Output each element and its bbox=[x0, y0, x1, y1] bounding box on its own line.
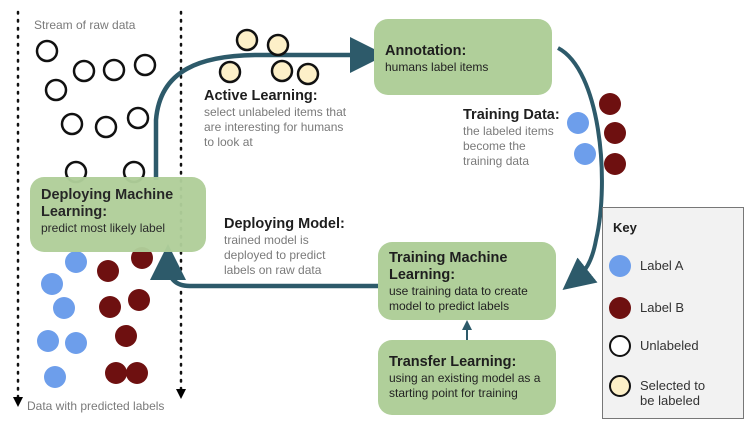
stream-bottom-label: Data with predicted labels bbox=[27, 399, 165, 413]
key-legend: Key Label A Label B Unlabeled Selected t… bbox=[602, 207, 744, 419]
label-b-dot bbox=[131, 247, 153, 269]
deploying-model-label: Deploying Model: trained model is deploy… bbox=[224, 216, 364, 278]
label-a-dot bbox=[41, 273, 63, 295]
selected-swatch-icon bbox=[609, 375, 631, 397]
label-a-swatch-icon bbox=[609, 255, 631, 277]
label-b-dot bbox=[115, 325, 137, 347]
training-ml-desc: use training data to create model to pre… bbox=[389, 284, 528, 313]
unlabeled-dot bbox=[126, 106, 150, 130]
unlabeled-dot bbox=[94, 115, 118, 139]
annotation-title: Annotation: bbox=[385, 43, 467, 59]
key-item-label-a: Label A bbox=[609, 255, 683, 277]
selected-dot bbox=[235, 28, 259, 52]
label-b-dot bbox=[128, 289, 150, 311]
transfer-learning-box: Transfer Learning: using an existing mod… bbox=[378, 340, 556, 415]
active-learning-arrow bbox=[153, 37, 386, 180]
training-data-desc: the labeled items become the training da… bbox=[463, 124, 554, 168]
deploying-model-title: Deploying Model: bbox=[224, 216, 345, 232]
key-item-label: Label A bbox=[640, 258, 684, 273]
key-item-unlabeled: Unlabeled bbox=[609, 335, 699, 357]
selected-dot bbox=[266, 33, 290, 57]
unlabeled-dot bbox=[133, 53, 157, 77]
transfer-learning-desc: using an existing model as a starting po… bbox=[389, 371, 541, 400]
active-learning-desc: select unlabeled items that are interest… bbox=[204, 105, 347, 149]
label-b-dot bbox=[126, 362, 148, 384]
key-item-label: Label B bbox=[640, 300, 685, 315]
annotation-box: Annotation: humans label items bbox=[374, 19, 552, 95]
selected-dot bbox=[218, 60, 242, 84]
deploying-model-desc: trained model is deployed to predict lab… bbox=[224, 233, 326, 277]
key-item-label-b: Label B bbox=[609, 297, 684, 319]
label-b-swatch-icon bbox=[609, 297, 631, 319]
training-data-title: Training Data: bbox=[463, 107, 560, 123]
training-ml-title: Training Machine Learning: bbox=[389, 250, 508, 283]
deploying-ml-box: Deploying Machine Learning: predict most… bbox=[30, 177, 206, 252]
key-item-label: Selected to be labeled bbox=[640, 378, 706, 408]
label-b-dot bbox=[599, 93, 621, 115]
key-item-selected: Selected to be labeled bbox=[609, 375, 720, 408]
selected-dot bbox=[270, 59, 294, 83]
label-a-dot bbox=[574, 143, 596, 165]
training-data-arrow bbox=[556, 46, 604, 290]
label-b-dot bbox=[604, 153, 626, 175]
label-a-dot bbox=[65, 332, 87, 354]
key-title: Key bbox=[613, 220, 637, 235]
unlabeled-dot bbox=[35, 39, 59, 63]
label-a-dot bbox=[53, 297, 75, 319]
active-learning-title: Active Learning: bbox=[204, 88, 318, 104]
label-a-dot bbox=[37, 330, 59, 352]
unlabeled-dot bbox=[60, 112, 84, 136]
deploying-model-arrow bbox=[150, 244, 380, 289]
unlabeled-dot bbox=[44, 78, 68, 102]
label-b-dot bbox=[604, 122, 626, 144]
training-ml-box: Training Machine Learning: use training … bbox=[378, 242, 556, 320]
deploying-ml-desc: predict most likely label bbox=[41, 221, 166, 235]
label-a-dot bbox=[567, 112, 589, 134]
active-learning-label: Active Learning: select unlabeled items … bbox=[204, 88, 354, 150]
annotation-desc: humans label items bbox=[385, 60, 489, 74]
deploying-ml-title: Deploying Machine Learning: bbox=[41, 187, 174, 220]
label-a-dot bbox=[65, 251, 87, 273]
stream-top-label: Stream of raw data bbox=[34, 18, 136, 32]
key-item-label: Unlabeled bbox=[640, 338, 699, 353]
label-b-dot bbox=[105, 362, 127, 384]
training-data-label: Training Data: the labeled items become … bbox=[463, 107, 573, 169]
label-a-dot bbox=[44, 366, 66, 388]
label-b-dot bbox=[97, 260, 119, 282]
transfer-learning-title: Transfer Learning: bbox=[389, 354, 517, 370]
unlabeled-swatch-icon bbox=[609, 335, 631, 357]
selected-dot bbox=[296, 62, 320, 86]
label-b-dot bbox=[99, 296, 121, 318]
unlabeled-dot bbox=[102, 58, 126, 82]
unlabeled-dot bbox=[72, 59, 96, 83]
